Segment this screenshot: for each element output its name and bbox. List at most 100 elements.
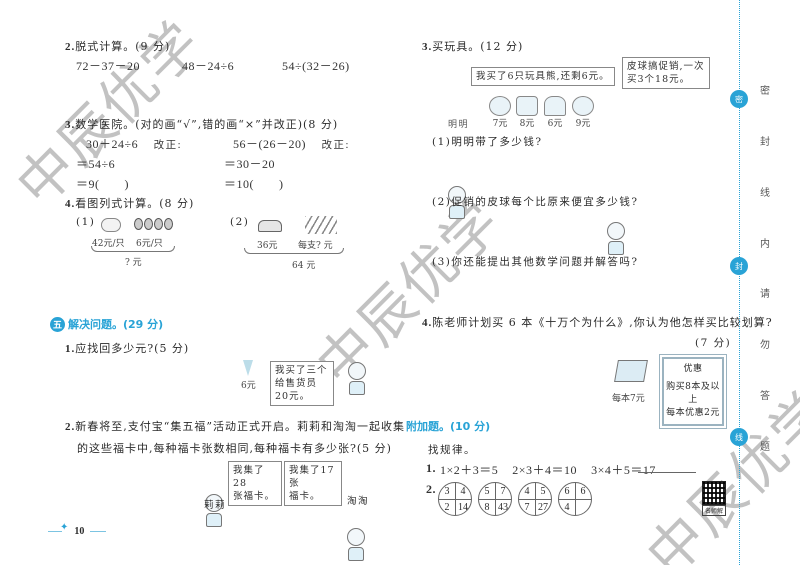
- bubble-line: 给售货员20元。: [275, 378, 318, 402]
- mingming-figure: [446, 186, 468, 220]
- section-badge: 五: [50, 316, 65, 332]
- binding-dot: 线: [730, 428, 748, 446]
- promo-box: 优惠 购买8本及以上 每本优惠2元: [659, 354, 727, 429]
- lili-figure: [203, 494, 225, 528]
- picture-problem-2: (2) 36元 每支? 元 64 元: [230, 216, 350, 276]
- toy-car: 8元: [515, 96, 539, 129]
- speech-bubble-taotao: 我集了17张 福卡。: [284, 461, 342, 506]
- item1-price: 36元: [257, 241, 278, 251]
- bubble-line: 我集了28: [233, 465, 265, 489]
- speech-bubble-girl: 皮球搞促销,一次 买3个18元。: [622, 57, 710, 89]
- girl-figure: [605, 222, 627, 256]
- icecream-icon: [243, 360, 253, 376]
- question-number: 3.: [422, 41, 433, 53]
- bubble-line: 我集了17张: [289, 465, 335, 489]
- brace: [244, 248, 344, 254]
- toy-bear: 9元: [571, 96, 595, 129]
- promo-line: 购买8本及以上: [666, 382, 720, 405]
- name-lili: 莉莉: [204, 500, 227, 511]
- question-number: 4.: [65, 198, 76, 210]
- binding-char: 密: [760, 86, 770, 97]
- boy-figure: [346, 362, 368, 396]
- question-text: 陈老师计划买 6 本《十万个为什么》,你认为他怎样买比较划算?: [432, 316, 773, 329]
- question-text: 新春将至,支付宝“集五福”活动正式开启。莉莉和淘淘一起收集: [75, 420, 405, 433]
- expression-1: 72－37－20: [76, 59, 141, 73]
- hospital-left-line2: ＝54÷6: [76, 157, 116, 171]
- pens-icon: [305, 216, 337, 234]
- question-number: 2.: [65, 41, 76, 53]
- bear-icon: [572, 96, 594, 116]
- hospital-right-line3[interactable]: ＝10( ): [224, 177, 284, 191]
- part-label: (1): [76, 216, 96, 228]
- car-icon: [516, 96, 538, 116]
- problem-2-title: 2.新春将至,支付宝“集五福”活动正式开启。莉莉和淘淘一起收集: [65, 418, 405, 434]
- pig-icon: [101, 218, 121, 232]
- toy-ball: 7元: [488, 96, 512, 129]
- question-number: 3.: [65, 119, 76, 131]
- fix-label: 改正:: [153, 140, 183, 151]
- footer-line: [90, 531, 107, 532]
- question-number: 4.: [422, 317, 433, 329]
- problem-1-title: 1.应找回多少元?(5 分): [65, 340, 189, 356]
- book-icon: [614, 360, 648, 382]
- icecream-price: 6元: [241, 381, 256, 391]
- name-taotao: 淘淘: [347, 496, 370, 507]
- problem-2-title-line2: 的这些福卡中,每种福卡张数相同,每种福卡有多少张?(5 分): [77, 442, 392, 455]
- promo-line: 每本优惠2元: [666, 408, 720, 418]
- fix-label: 改正:: [321, 140, 350, 151]
- car-icon: [258, 220, 282, 232]
- ball-icon: [489, 96, 511, 116]
- lamps-icon: [134, 218, 173, 230]
- bubble-line: 张福卡。: [233, 491, 276, 502]
- sub-question-1: (1)明明带了多少钱?: [432, 136, 543, 148]
- binding-char: 线: [760, 188, 770, 199]
- section-5-heading: 五 解决问题。(29 分): [50, 316, 163, 332]
- hospital-right-line2: ＝30－20: [224, 157, 276, 171]
- footer-line: [48, 531, 62, 532]
- page-number: 10: [74, 526, 85, 537]
- question-text: 买玩具。(12 分): [432, 40, 524, 53]
- item1-price: 42元/只: [92, 239, 125, 249]
- hospital-left-line3[interactable]: ＝9( ): [76, 177, 129, 191]
- brace: [91, 246, 175, 252]
- item2-price: 每支? 元: [298, 241, 333, 251]
- picture-problem-1: (1) 42元/只 6元/只 ? 元: [76, 216, 186, 268]
- question-number: 2.: [65, 421, 76, 433]
- bubble-line: 福卡。: [289, 491, 321, 502]
- bubble-line: 我买了三个: [275, 365, 328, 376]
- bubble-line: 买3个18元。: [627, 74, 691, 85]
- toy-price: 8元: [519, 119, 535, 129]
- qr-code[interactable]: 名师解: [702, 481, 726, 516]
- taotao-figure: [345, 528, 367, 562]
- question-text: 看图列式计算。(8 分): [75, 197, 195, 210]
- item2-price: 6元/只: [136, 239, 163, 249]
- binding-char: 封: [760, 137, 770, 148]
- question-text: 脱式计算。(9 分): [75, 40, 171, 53]
- question-text: 数学医院。(对的画“√”,错的画“×”并改正)(8 分): [75, 118, 339, 131]
- binding-char: 勿: [760, 340, 770, 351]
- question-number: 2.: [426, 482, 436, 496]
- binding-char: 答: [760, 391, 770, 402]
- toy-price: 6元: [547, 119, 563, 129]
- hospital-right-line1: 56－(26－20) 改正:: [233, 135, 350, 152]
- expression: 30＋24÷6: [86, 137, 139, 151]
- speech-bubble: 我买了三个 给售货员20元。: [270, 361, 334, 406]
- answer-blank[interactable]: [638, 472, 696, 473]
- pattern-expression: 1×2＋3＝5: [440, 463, 499, 477]
- boy-name: 明明: [448, 120, 470, 130]
- speech-bubble-lili: 我集了28 张福卡。: [228, 461, 282, 506]
- sub-question-2: (2)促销的皮球每个比原来便宜多少钱?: [432, 196, 639, 208]
- bonus-problem-1: 1. 1×2＋3＝5 2×3＋4＝10 3×4＋5＝17: [426, 461, 656, 478]
- total-price: 64 元: [292, 261, 316, 271]
- expression-3: 54÷(32－26): [282, 59, 350, 73]
- expression-2: 48－24÷6: [182, 59, 235, 73]
- question-3-toys-title: 3.买玩具。(12 分): [422, 38, 523, 54]
- doll-icon: [544, 96, 566, 116]
- binding-char: 请: [760, 289, 770, 300]
- total-price: ? 元: [125, 258, 142, 268]
- bonus-heading: 附加题。(10 分): [406, 420, 491, 433]
